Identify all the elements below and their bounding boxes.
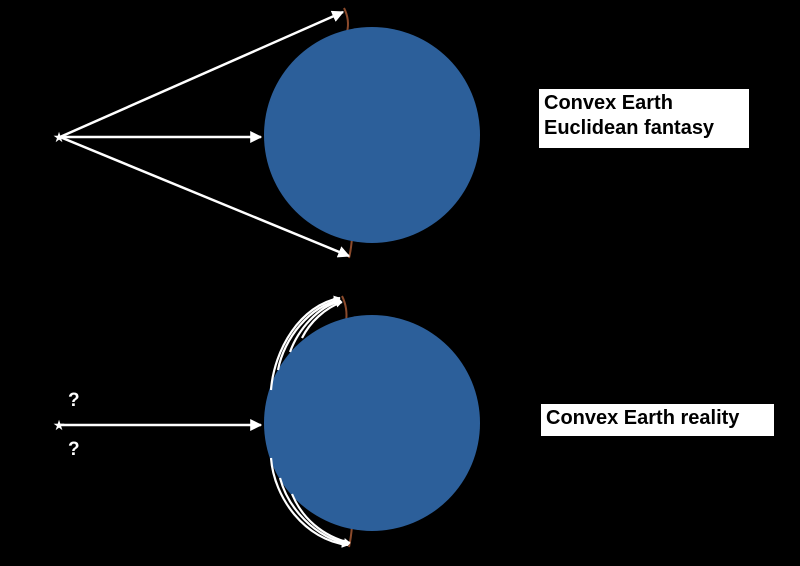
curved-ray-upper-3 <box>288 298 342 353</box>
star-icon: ★ <box>53 418 66 434</box>
curved-ray-upper-1 <box>269 295 341 391</box>
curved-ray-upper-4 <box>301 300 343 339</box>
earth-circle-fantasy <box>264 27 480 243</box>
curved-ray-upper-2 <box>276 297 341 371</box>
earth-circle-reality <box>264 315 480 531</box>
reality-panel: ★ <box>53 295 480 548</box>
ray-upper-fantasy <box>59 10 345 139</box>
fantasy-label-line2: Euclidean fantasy <box>544 117 715 139</box>
curved-ray-lower-2 <box>278 477 350 547</box>
star-icon: ★ <box>53 130 66 146</box>
question-mark-lower: ? <box>68 439 80 460</box>
fantasy-label: Convex Earth Euclidean fantasy <box>539 89 749 148</box>
curved-ray-lower-1 <box>269 457 349 548</box>
question-mark-upper: ? <box>68 390 80 411</box>
reality-label: Convex Earth reality <box>541 404 774 436</box>
earth-edge-arc-top <box>343 7 349 33</box>
earth-edge-arc-top-reality <box>341 295 348 323</box>
ray-lower-fantasy <box>59 135 351 258</box>
fantasy-label-line1: Convex Earth <box>544 92 673 114</box>
fantasy-panel: ★ <box>53 7 480 259</box>
curved-ray-lower-3 <box>290 493 351 545</box>
